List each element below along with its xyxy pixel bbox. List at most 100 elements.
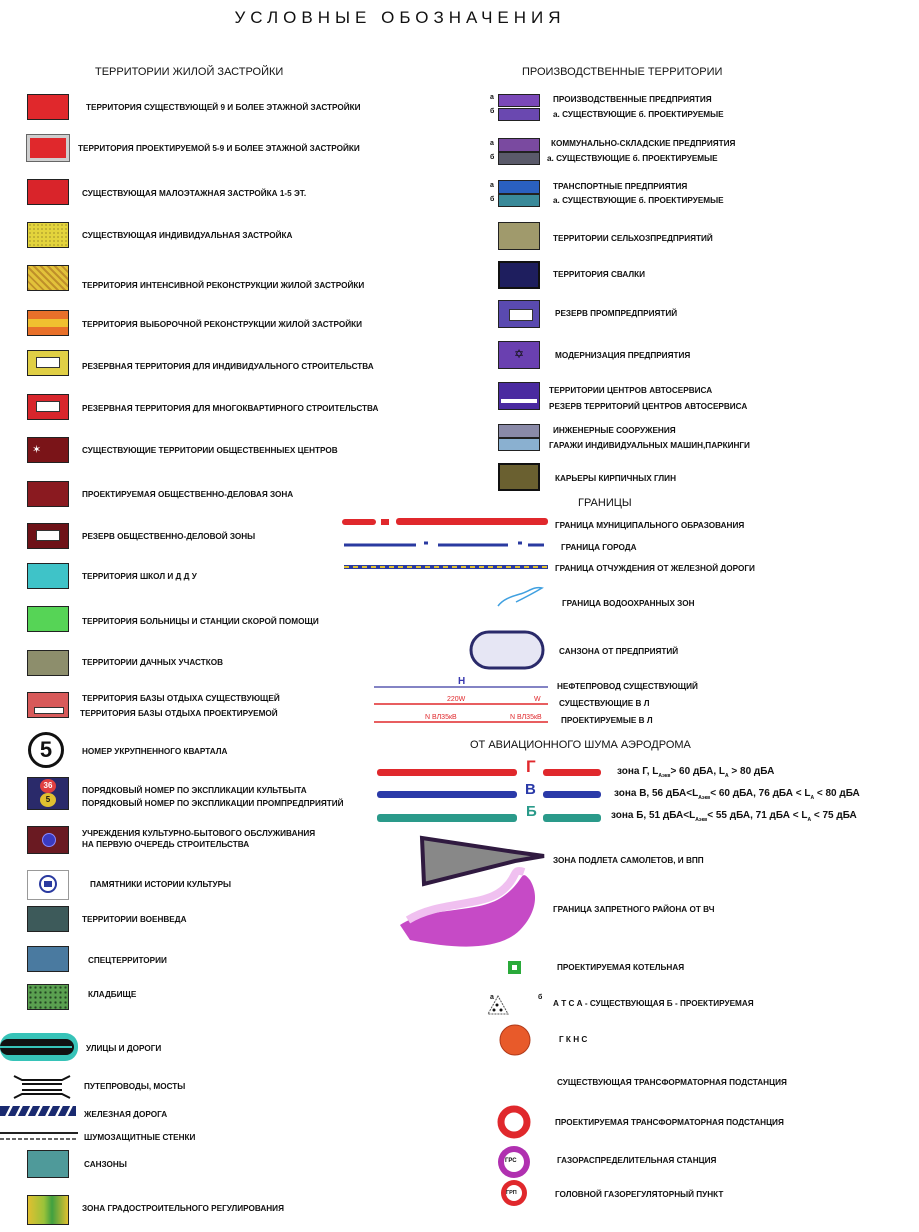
swatch-projected-5-9-storey <box>26 134 70 162</box>
label-dachas: ТЕРРИТОРИИ ДАЧНЫХ УЧАСТКОВ <box>82 658 224 667</box>
culture-number-badge: 36 <box>40 779 56 793</box>
noise-zone-g-label: зона Г, LАэкв> 60 дБА, LА > 80 дБА <box>617 766 775 779</box>
swatch-landfill <box>498 261 540 289</box>
noise-letter-g: Г <box>526 757 536 776</box>
hf-restricted-zone-symbol <box>400 867 536 947</box>
label-approach-zone: ЗОНА ПОДЛЕТА САМОЛЕТОВ, И ВПП <box>553 856 704 865</box>
swatch-transport-existing <box>498 180 540 194</box>
swatch-intensive-reconstruction <box>27 265 69 291</box>
ats-symbol <box>487 994 509 1015</box>
star-icon: ✡ <box>514 347 525 361</box>
label-recreation-existing: ТЕРРИТОРИЯ БАЗЫ ОТДЫХА СУЩЕСТВУЮЩЕЙ <box>82 694 280 703</box>
gkns-symbol <box>499 1024 531 1056</box>
letter-b: б <box>490 196 495 203</box>
railway-symbol <box>0 1104 76 1118</box>
label-agricultural: ТЕРРИТОРИИ СЕЛЬХОЗПРЕДПРИЯТИЙ <box>553 234 713 243</box>
projected-line-mark-end: N ВЛ35кВ <box>510 714 542 721</box>
label-auto-service-reserve: РЕЗЕРВ ТЕРРИТОРИЙ ЦЕНТРОВ АВТОСЕРВИСА <box>549 402 748 411</box>
section-residential: ТЕРРИТОРИИ ЖИЛОЙ ЗАСТРОЙКИ <box>95 66 284 78</box>
label-projected-5-9-storey: ТЕРРИТОРИЯ ПРОЕКТИРУЕМОЙ 5-9 И БОЛЕЕ ЭТА… <box>78 144 360 153</box>
swatch-industrial-projected <box>498 108 540 121</box>
label-grp: ГОЛОВНОЙ ГАЗОРЕГУЛЯТОРНЫЙ ПУНКТ <box>555 1190 724 1199</box>
oil-pipeline-mark: Н <box>458 676 466 687</box>
label-streets: УЛИЦЫ И ДОРОГИ <box>86 1044 162 1053</box>
swatch-reserve-individual <box>27 350 69 376</box>
swatch-special-territories <box>27 946 69 972</box>
noise-zone-v-label: зона В, 56 дБА<LАэкв< 60 дБА, 76 дБА < L… <box>614 788 860 801</box>
swatch-dachas <box>27 650 69 676</box>
swatch-selective-reconstruction <box>27 310 69 336</box>
label-clay-quarry: КАРЬЕРЫ КИРПИЧНЫХ ГЛИН <box>555 474 676 483</box>
label-business-reserve: РЕЗЕРВ ОБЩЕСТВЕННО-ДЕЛОВОЙ ЗОНЫ <box>82 532 256 541</box>
approach-zone-symbol <box>419 835 545 887</box>
swatch-hospital <box>27 606 69 632</box>
label-special-territories: СПЕЦТЕРРИТОРИИ <box>88 956 167 965</box>
label-railway-exclusion: ГРАНИЦА ОТЧУЖДЕНИЯ ОТ ЖЕЛЕЗНОЙ ДОРОГИ <box>555 564 755 573</box>
label-garages: ГАРАЖИ ИНДИВИДУАЛЬНЫХ МАШИН,ПАРКИНГИ <box>549 441 750 450</box>
label-selective-reconstruction: ТЕРРИТОРИЯ ВЫБОРОЧНОЙ РЕКОНСТРУКЦИИ ЖИЛО… <box>82 320 363 329</box>
power-line-mark-end: W <box>534 696 541 703</box>
swatch-schools <box>27 563 69 589</box>
label-culture-explication: ПОРЯДКОВЫЙ НОМЕР ПО ЭКСПЛИКАЦИИ КУЛЬТБЫТ… <box>82 786 307 795</box>
letter-a: а <box>490 182 494 189</box>
label-transport: ТРАНСПОРТНЫЕ ПРЕДПРИЯТИЯ <box>553 182 688 191</box>
label-reserve-individual: РЕЗЕРВНАЯ ТЕРРИТОРИЯ ДЛЯ ИНДИВИДУАЛЬНОГО… <box>82 362 374 371</box>
letter-a: а <box>490 140 494 147</box>
swatch-business-reserve <box>27 523 69 549</box>
swatch-monuments <box>27 870 69 900</box>
letter-b: б <box>490 108 495 115</box>
swatch-transport-projected <box>498 194 540 207</box>
label-cemetery: КЛАДБИЩЕ <box>88 990 137 999</box>
noise-letter-b: Б <box>526 803 537 820</box>
label-first-stage: НА ПЕРВУЮ ОЧЕРЕДЬ СТРОИТЕЛЬСТВА <box>82 840 250 849</box>
swatch-urban-regulation <box>27 1195 69 1225</box>
explication-number-symbol: 36 5 <box>27 777 69 810</box>
legend-title: УСЛОВНЫЕ ОБОЗНАЧЕНИЯ <box>234 8 566 27</box>
label-military: ТЕРРИТОРИИ ВОЕНВЕДА <box>82 915 187 924</box>
label-boiler: ПРОЕКТИРУЕМАЯ КОТЕЛЬНАЯ <box>557 963 685 972</box>
section-noise: ОТ АВИАЦИОННОГО ШУМА АЭРОДРОМА <box>470 739 691 751</box>
swatch-culture-facilities <box>27 826 69 854</box>
swatch-auto-service <box>498 382 540 410</box>
label-municipal-border: ГРАНИЦА МУНИЦИПАЛЬНОГО ОБРАЗОВАНИЯ <box>555 521 745 530</box>
section-borders: ГРАНИЦЫ <box>578 497 632 509</box>
label-communal: КОММУНАЛЬНО-СКЛАДСКИЕ ПРЕДПРИЯТИЯ <box>551 139 736 148</box>
bridges-symbol <box>13 1075 71 1099</box>
label-business-zone: ПРОЕКТИРУЕМАЯ ОБЩЕСТВЕННО-ДЕЛОВАЯ ЗОНА <box>82 490 294 499</box>
grp-mark: ГРП <box>506 1190 517 1196</box>
label-existing-power-line: СУЩЕСТВУЮЩИЕ В Л <box>559 699 650 708</box>
noise-walls-symbol <box>0 1132 78 1140</box>
swatch-garages <box>498 438 540 451</box>
noise-letter-v: В <box>525 781 536 798</box>
label-intensive-reconstruction: ТЕРРИТОРИЯ ИНТЕНСИВНОЙ РЕКОНСТРУКЦИИ ЖИЛ… <box>82 281 365 290</box>
label-urban-regulation: ЗОНА ГРАДОСТРОИТЕЛЬНОГО РЕГУЛИРОВАНИЯ <box>82 1204 284 1213</box>
noise-zone-b-label: зона Б, 51 дБА<LАэкв< 55 дБА, 71 дБА < L… <box>611 810 857 823</box>
label-sanitary-zone: САНЗОНА ОТ ПРЕДПРИЯТИЙ <box>559 647 679 656</box>
label-reserve-multiflat: РЕЗЕРВНАЯ ТЕРРИТОРИЯ ДЛЯ МНОГОКВАРТИРНОГ… <box>82 404 379 413</box>
projected-line-mark: N ВЛ35кВ <box>425 714 457 721</box>
swatch-industrial-existing <box>498 94 540 107</box>
label-individual: СУЩЕСТВУЮЩАЯ ИНДИВИДУАЛЬНАЯ ЗАСТРОЙКА <box>82 231 293 240</box>
label-sanzones: САНЗОНЫ <box>84 1160 127 1169</box>
label-hospital: ТЕРРИТОРИЯ БОЛЬНИЦЫ И СТАНЦИИ СКОРОЙ ПОМ… <box>82 617 319 626</box>
label-communal-ab: а. СУЩЕСТВУЮЩИЕ б. ПРОЕКТИРУЕМЫЕ <box>547 154 718 163</box>
swatch-military <box>27 906 69 932</box>
letter-b: б <box>490 154 495 161</box>
label-existing-9-storey: ТЕРРИТОРИЯ СУЩЕСТВУЮЩЕЙ 9 И БОЛЕЕ ЭТАЖНО… <box>86 103 361 112</box>
swatch-clay-quarry <box>498 463 540 491</box>
swatch-reserve-multiflat <box>27 394 69 420</box>
label-public-centres: СУЩЕСТВУЮЩИЕ ТЕРРИТОРИИ ОБЩЕСТВЕННЫЕХ ЦЕ… <box>82 446 338 455</box>
label-low-rise: СУЩЕСТВУЮЩАЯ МАЛОЭТАЖНАЯ ЗАСТРОЙКА 1-5 Э… <box>82 189 307 198</box>
letter-b: б <box>538 994 543 1001</box>
municipal-border-line <box>342 518 548 525</box>
label-ats: А Т С а - СУЩЕСТВУЮЩАЯ б - ПРОЕКТИРУЕМАЯ <box>553 999 754 1008</box>
swatch-recreation-base <box>27 692 69 718</box>
label-grs: ГАЗОРАСПРЕДЕЛИТЕЛЬНАЯ СТАНЦИЯ <box>557 1156 717 1165</box>
block-number-symbol: 5 <box>28 732 64 768</box>
label-industry-explication: ПОРЯДКОВЫЙ НОМЕР ПО ЭКСПЛИКАЦИИ ПРОМПРЕД… <box>82 799 344 808</box>
label-industrial-ab: а. СУЩЕСТВУЮЩИЕ б. ПРОЕКТИРУЕМЫЕ <box>553 110 724 119</box>
label-transformer-existing: СУЩЕСТВУЮЩАЯ ТРАНСФОРМАТОРНАЯ ПОДСТАНЦИЯ <box>557 1078 787 1087</box>
transformer-proposed-symbol <box>497 1105 531 1139</box>
swatch-public-centres: ✶ <box>27 437 69 463</box>
